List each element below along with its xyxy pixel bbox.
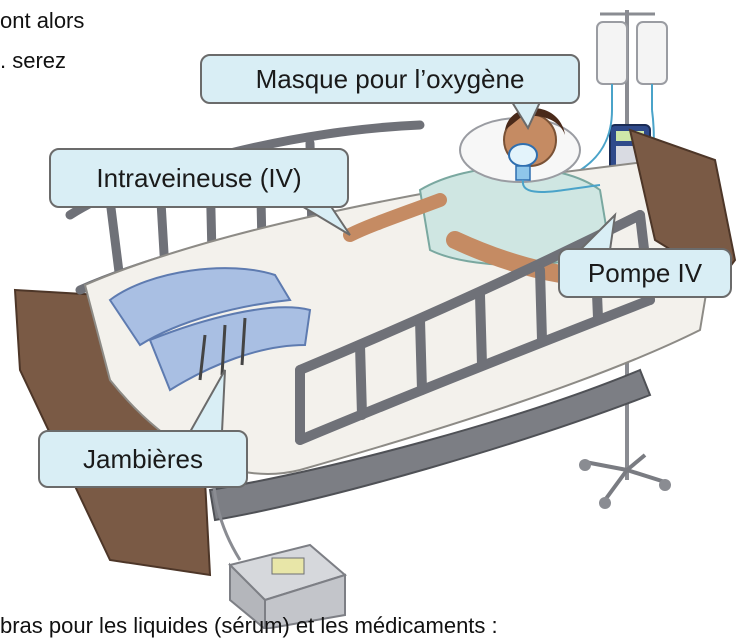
iv-bags: [597, 22, 667, 110]
callout-iv: Intraveineuse (IV): [49, 148, 349, 208]
body-text-bottom-line: bras pour les liquides (sérum) et les mé…: [0, 611, 498, 641]
callout-leggings: Jambières: [38, 430, 248, 488]
callout-oxygen-mask: Masque pour l’oxygène: [200, 54, 580, 104]
callout-iv-pump: Pompe IV: [558, 248, 732, 298]
